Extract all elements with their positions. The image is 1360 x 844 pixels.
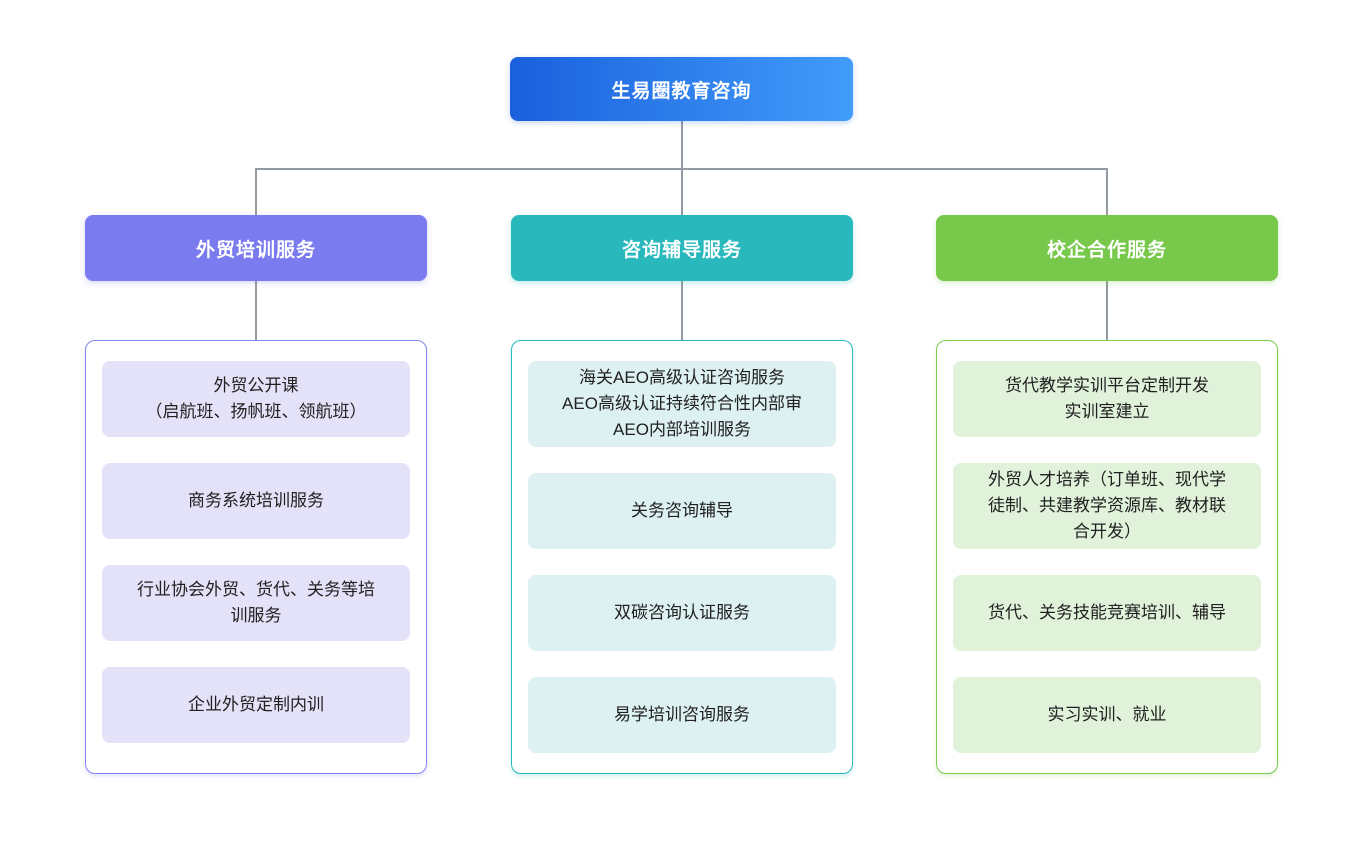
leaf-item[interactable]: 关务咨询辅导: [528, 473, 836, 549]
leaf-item[interactable]: 货代教学实训平台定制开发 实训室建立: [953, 361, 1261, 437]
leaf-item-label: 关务咨询辅导: [631, 501, 733, 520]
leaf-item-label: 易学培训咨询服务: [614, 705, 750, 724]
leaf-item[interactable]: 外贸人才培养（订单班、现代学 徒制、共建教学资源库、教材联 合开发）: [953, 463, 1261, 549]
connector-stem-branch-3: [1106, 281, 1108, 340]
branch-container-consulting: 海关AEO高级认证咨询服务 AEO高级认证持续符合性内部审 AEO内部培训服务 …: [511, 340, 853, 774]
root-node[interactable]: 生易圈教育咨询: [510, 57, 853, 121]
leaf-item[interactable]: 商务系统培训服务: [102, 463, 410, 539]
leaf-item[interactable]: 外贸公开课 （启航班、扬帆班、领航班）: [102, 361, 410, 437]
branch-header-label: 校企合作服务: [1046, 239, 1167, 261]
leaf-item-label: 双碳咨询认证服务: [614, 603, 750, 622]
branch-container-school-enterprise: 货代教学实训平台定制开发 实训室建立 外贸人才培养（订单班、现代学 徒制、共建教…: [936, 340, 1278, 774]
connector-drop-branch-1: [255, 168, 257, 215]
branch-header-label: 咨询辅导服务: [621, 239, 742, 261]
leaf-item-label: 海关AEO高级认证咨询服务 AEO高级认证持续符合性内部审 AEO内部培训服务: [562, 368, 802, 439]
branch-header-trade-training[interactable]: 外贸培训服务: [85, 215, 427, 281]
leaf-item[interactable]: 双碳咨询认证服务: [528, 575, 836, 651]
connector-stem-branch-1: [255, 281, 257, 340]
leaf-item-label: 货代、关务技能竞赛培训、辅导: [988, 603, 1226, 622]
connector-stem-branch-2: [681, 281, 683, 340]
branch-header-school-enterprise[interactable]: 校企合作服务: [936, 215, 1278, 281]
leaf-item[interactable]: 货代、关务技能竞赛培训、辅导: [953, 575, 1261, 651]
leaf-item-label: 行业协会外贸、货代、关务等培 训服务: [137, 580, 375, 625]
branch-container-trade-training: 外贸公开课 （启航班、扬帆班、领航班） 商务系统培训服务 行业协会外贸、货代、关…: [85, 340, 427, 774]
connector-drop-branch-2: [681, 168, 683, 215]
branch-header-label: 外贸培训服务: [195, 239, 316, 261]
leaf-item-label: 外贸公开课 （启航班、扬帆班、领航班）: [145, 376, 367, 421]
leaf-item[interactable]: 实习实训、就业: [953, 677, 1261, 753]
leaf-item[interactable]: 企业外贸定制内训: [102, 667, 410, 743]
leaf-item-label: 实习实训、就业: [1047, 705, 1167, 724]
leaf-item-label: 商务系统培训服务: [188, 491, 324, 510]
leaf-item[interactable]: 海关AEO高级认证咨询服务 AEO高级认证持续符合性内部审 AEO内部培训服务: [528, 361, 836, 447]
leaf-item-label: 货代教学实训平台定制开发 实训室建立: [1005, 376, 1209, 421]
leaf-item-label: 企业外贸定制内训: [188, 695, 324, 714]
branch-header-consulting[interactable]: 咨询辅导服务: [511, 215, 853, 281]
leaf-item[interactable]: 易学培训咨询服务: [528, 677, 836, 753]
connector-root-stem: [681, 121, 683, 168]
leaf-item[interactable]: 行业协会外贸、货代、关务等培 训服务: [102, 565, 410, 641]
connector-drop-branch-3: [1106, 168, 1108, 215]
root-node-label: 生易圈教育咨询: [611, 80, 752, 102]
leaf-item-label: 外贸人才培养（订单班、现代学 徒制、共建教学资源库、教材联 合开发）: [988, 470, 1226, 541]
